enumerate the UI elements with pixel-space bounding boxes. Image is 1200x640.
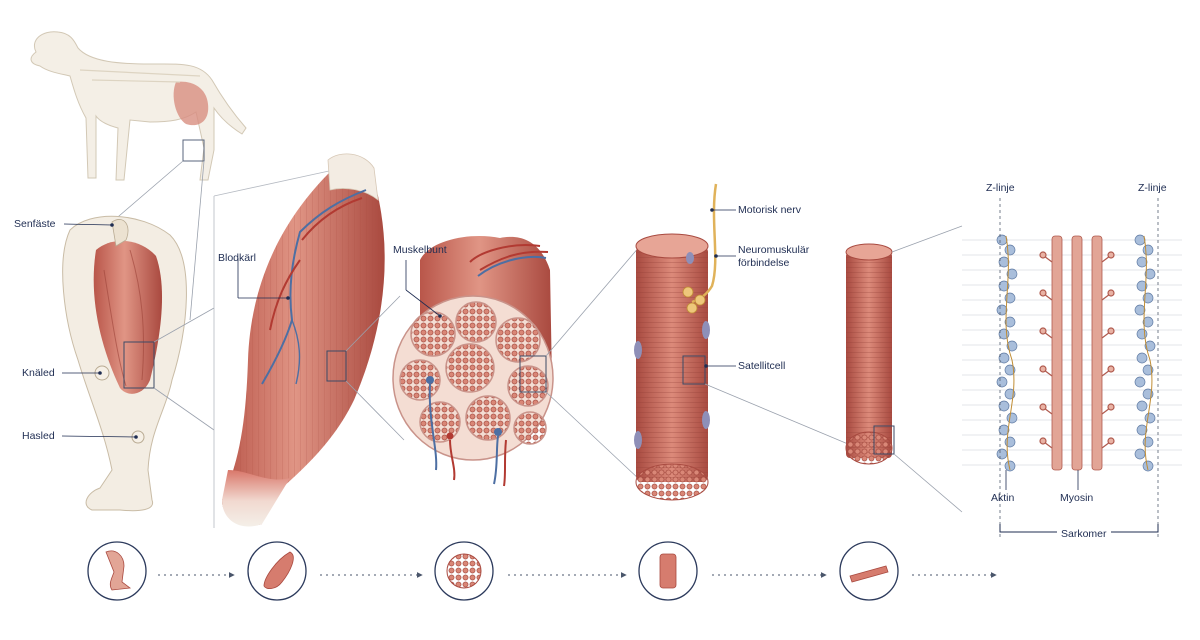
hind-leg-illustration	[62, 215, 187, 512]
label-muskelbunt: Muskelbunt	[393, 244, 447, 256]
label-motorisk-nerv: Motorisk nerv	[738, 204, 802, 216]
step-leg	[87, 541, 147, 601]
label-knaled: Knäled	[22, 367, 55, 379]
whole-muscle-illustration	[222, 153, 385, 527]
myofibril-icon	[849, 565, 889, 583]
label-senfaste: Senfäste	[14, 218, 56, 230]
myofibril-illustration	[845, 243, 895, 465]
label-myosin: Myosin	[1060, 492, 1094, 504]
label-hasled: Hasled	[22, 430, 55, 442]
dog-illustration	[30, 31, 247, 181]
sarcomere-illustration	[962, 198, 1182, 540]
label-neuromuskular-line2: förbindelse	[738, 257, 790, 269]
progression-strip	[87, 541, 997, 601]
leg-icon	[105, 550, 132, 591]
step-myofibril	[839, 541, 899, 601]
step-fascicle	[434, 541, 494, 601]
fascicle-bundles	[399, 301, 549, 445]
muscle-fiber-illustration	[634, 183, 718, 501]
fascicle-cross-section-illustration	[392, 236, 554, 487]
muscle-icon	[263, 551, 294, 590]
label-blodkarl: Blodkärl	[218, 252, 256, 264]
fascicle-cross-section-icon	[446, 553, 482, 589]
muscle-fiber-icon	[659, 553, 677, 589]
label-aktin: Aktin	[991, 492, 1015, 504]
label-z-linje-left: Z-linje	[986, 182, 1015, 194]
label-sarkomer: Sarkomer	[1057, 528, 1111, 541]
label-z-linje-right: Z-linje	[1138, 182, 1167, 194]
label-satellitcell: Satellitcell	[738, 360, 786, 372]
step-muscle	[247, 541, 307, 601]
step-fiber	[638, 541, 698, 601]
label-neuromuskular-line1: Neuromuskulär	[738, 244, 810, 256]
